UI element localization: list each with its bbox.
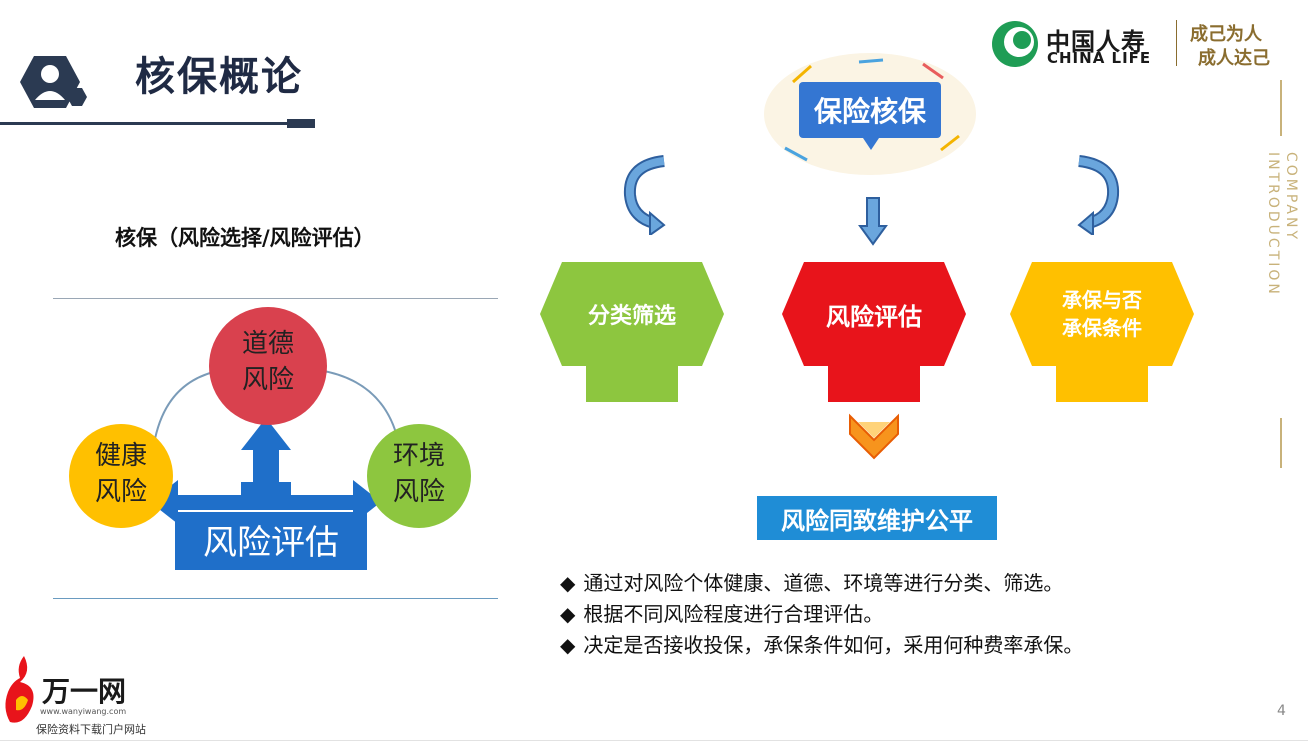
brand-name-en: CHINA LIFE <box>1047 49 1152 67</box>
diagram-bottom-border <box>53 598 498 599</box>
hex-classify-shape <box>540 262 724 402</box>
bullet-list: ◆通过对风险个体健康、道德、环境等进行分类、筛选。 ◆根据不同风险程度进行合理评… <box>560 568 1083 661</box>
hex-assess-shape <box>782 262 966 402</box>
hex-accept-label: 承保与否承保条件 <box>1062 288 1142 340</box>
side-vertical-text: COMPANY INTRODUCTION <box>1265 152 1299 297</box>
title-underline <box>0 122 315 125</box>
page-title: 核保概论 <box>135 54 303 100</box>
list-item: ◆通过对风险个体健康、道德、环境等进行分类、筛选。 <box>560 571 1064 595</box>
brand-divider <box>1176 20 1177 66</box>
diagram-center-label: 风险评估 <box>203 523 339 563</box>
hex-assess-label: 风险评估 <box>826 302 922 331</box>
slogan-line2: 成人达己 <box>1198 48 1270 69</box>
chevron-down-icon <box>849 413 899 460</box>
list-item: ◆决定是否接收投保，承保条件如何，采用何种费率承保。 <box>560 633 1084 657</box>
list-item: ◆根据不同风险程度进行合理评估。 <box>560 602 884 626</box>
section-subtitle: 核保（风险选择/风险评估） <box>115 226 375 250</box>
wanyi-url: www.wanyiwang.com <box>40 707 127 716</box>
title-underline-accent <box>287 119 315 128</box>
wanyi-tagline: 保险资料下载门户网站 <box>36 723 146 736</box>
result-tag: 风险同致维护公平 <box>757 496 997 540</box>
moral-risk-label: 道德风险 <box>241 329 294 395</box>
curved-arrow-right-icon <box>1077 155 1120 235</box>
user-hexagon-icon <box>20 56 87 108</box>
health-risk-label: 健康风险 <box>94 441 147 507</box>
page-number: 4 <box>1277 703 1286 719</box>
brand-name-cn: 中国人寿 <box>1046 28 1146 56</box>
wanyi-logo-icon <box>5 656 34 723</box>
bottom-divider <box>0 740 1308 741</box>
bubble-background <box>764 53 976 175</box>
wanyi-logo-text: 万一网 <box>42 675 127 708</box>
slogan-line1: 成己为人 <box>1190 24 1262 45</box>
bubble-label: 保险核保 <box>813 95 926 128</box>
china-life-logo-icon <box>992 21 1038 67</box>
diagram-top-border <box>53 298 498 299</box>
curved-arrow-left-icon <box>623 155 666 235</box>
hex-classify-label: 分类筛选 <box>587 304 676 329</box>
environment-risk-label: 环境风险 <box>392 441 445 507</box>
side-line-top <box>1280 80 1282 136</box>
hex-accept-shape <box>1010 262 1194 402</box>
down-arrow-icon <box>858 197 888 246</box>
side-line-bottom <box>1280 418 1282 468</box>
risk-diagram <box>69 307 471 570</box>
